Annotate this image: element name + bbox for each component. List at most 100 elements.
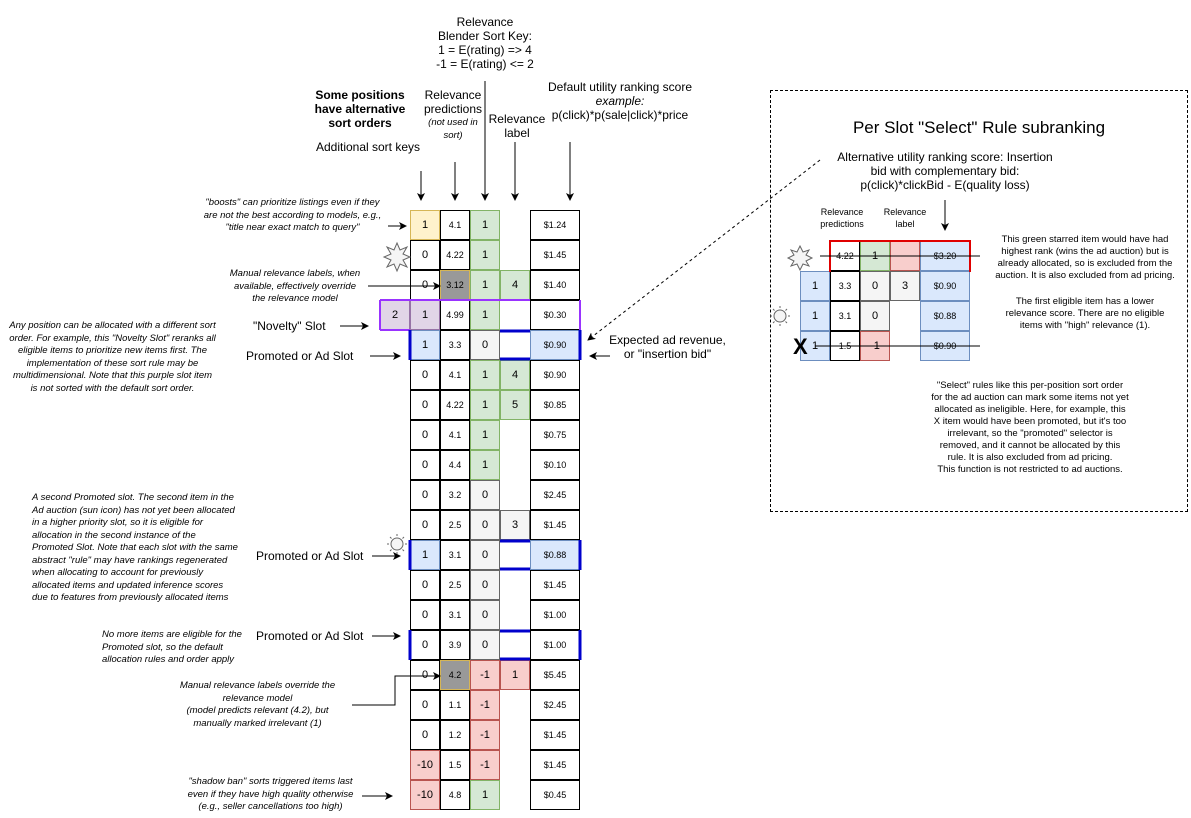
promoted-slot-label-3: Promoted or Ad Slot <box>256 629 364 643</box>
blender-key-cell: 1 <box>470 450 500 480</box>
novelty-slot-label: "Novelty" Slot <box>253 319 326 333</box>
utility-score-cell: $0.90 <box>530 360 580 390</box>
note-line: abstract "rule" may have rankings regene… <box>32 554 228 566</box>
sub-predictions-header: Relevance predictions <box>812 206 872 230</box>
sun-icon <box>387 534 407 554</box>
note-line: This green starred item would have had <box>1001 234 1169 245</box>
promoted-slot-label: Promoted or Ad Slot <box>246 349 354 363</box>
sort-key-cell: 0 <box>410 240 440 270</box>
alt-sort-header: Some positions have alternative sort ord… <box>300 88 420 130</box>
header-line: sort orders <box>328 116 392 130</box>
no-more-eligible-note: No more items are eligible for the Promo… <box>102 629 262 667</box>
manual-override-note: Manual relevance labels override the rel… <box>170 680 345 730</box>
note-line: the relevance model <box>252 293 338 304</box>
note-line: This function is not restricted to ad au… <box>937 464 1123 475</box>
header-line: (not used in <box>428 117 478 128</box>
prediction-cell: 2.5 <box>440 570 470 600</box>
dashed-link-arrow <box>587 159 821 341</box>
novelty-slot-border <box>379 299 581 331</box>
utility-score-cell: $0.30 <box>530 300 580 330</box>
sort-key-cell: 0 <box>410 360 440 390</box>
header-line: label <box>895 219 915 229</box>
note-line: Manual relevance labels, when <box>229 268 361 279</box>
relevance-label-cell: 4 <box>500 270 530 300</box>
header-line: p(click)*p(sale|click)*price <box>551 108 689 122</box>
note-line: "title near exact match to query" <box>225 222 360 233</box>
note-line: when allocating to account for previousl… <box>32 567 204 578</box>
x-mark-icon: X <box>793 334 808 359</box>
manual-labels-note: Manual relevance labels, when available,… <box>225 268 365 306</box>
sort-key-cell: 0 <box>410 390 440 420</box>
note-line: Promoted Slot. Note that each slot with … <box>32 542 238 553</box>
header-line: 1 = E(rating) => 4 <box>438 43 532 57</box>
relevance-label-cell: 4 <box>500 360 530 390</box>
header-line: have alternative <box>314 102 406 116</box>
sort-key-cell: 1 <box>410 540 440 570</box>
sun-icon <box>770 306 790 326</box>
blender-key-cell: 0 <box>470 480 500 510</box>
prediction-cell: 4.99 <box>440 300 470 330</box>
promoted-slot-border-2 <box>408 539 582 571</box>
prediction-cell: 3.2 <box>440 480 470 510</box>
blender-key-cell: 1 <box>470 360 500 390</box>
note-line: implementation of these sort rule may be <box>26 357 199 369</box>
note-line: Promoted slot, so the default <box>102 641 223 653</box>
predictions-note: (not used in sort) <box>418 116 488 142</box>
arrow-manual-override <box>352 672 441 706</box>
sort-key-cell: 0 <box>410 420 440 450</box>
additional-keys-header: Additional sort keys <box>315 140 421 154</box>
note-line: Any position can be allocated with a dif… <box>9 320 216 331</box>
utility-score-cell: $0.88 <box>920 301 970 331</box>
blender-key-cell: -1 <box>470 750 500 780</box>
blender-key-cell: 0 <box>470 630 500 660</box>
first-eligible-note: The first eligible item has a lower rele… <box>985 296 1185 332</box>
header-line: example: <box>595 94 645 108</box>
note-line: for the ad auction can mark some items n… <box>931 392 1129 403</box>
header-line: Relevance <box>456 15 514 29</box>
note-line: allocated items and updated inference sc… <box>32 579 224 591</box>
header-line: Blender Sort Key: <box>437 29 533 43</box>
sort-key-cell: 0 <box>410 570 440 600</box>
prediction-cell: 4.8 <box>440 780 470 810</box>
prediction-cell: 3.3 <box>830 271 860 301</box>
star-icon <box>786 244 814 272</box>
relevance-label-cell: 5 <box>500 390 530 420</box>
header-line: Default utility ranking score <box>547 80 693 94</box>
note-line: "Select" rules like this per-position so… <box>936 380 1124 391</box>
sort-key-cell: -10 <box>410 750 440 780</box>
utility-score-cell: $1.45 <box>530 240 580 270</box>
prediction-cell: 4.22 <box>440 240 470 270</box>
note-line: removed, and it cannot be allocated by t… <box>939 440 1121 451</box>
prediction-cell: 4.1 <box>440 420 470 450</box>
sort-key-cell: 1 <box>800 271 830 301</box>
note-line: No more items are eligible for the <box>102 629 242 640</box>
note-line: is not sorted with the default sort orde… <box>30 382 195 394</box>
subranking-box <box>770 90 1188 512</box>
header-line: Relevance <box>488 112 546 126</box>
utility-score-cell: $2.45 <box>530 690 580 720</box>
header-line: Relevance <box>820 207 864 217</box>
prediction-cell: 3.1 <box>440 540 470 570</box>
note-line: available, effectively override <box>234 280 356 292</box>
blender-key-cell: 0 <box>470 600 500 630</box>
header-line: bid with complementary bid: <box>870 164 1020 178</box>
header-line: Relevance <box>883 207 927 217</box>
prediction-cell: 3.3 <box>440 330 470 360</box>
blender-key-cell: -1 <box>470 720 500 750</box>
promoted-slot-label-2: Promoted or Ad Slot <box>256 549 364 563</box>
note-line: The first eligible item has a lower <box>1015 296 1155 307</box>
prediction-cell: 2.5 <box>440 510 470 540</box>
header-line: Relevance <box>424 88 482 102</box>
prediction-cell: 4.4 <box>440 450 470 480</box>
utility-header: Default utility ranking score example: p… <box>535 80 705 122</box>
note-line: eligible items to prioritize new items f… <box>17 345 207 356</box>
utility-score-cell: $0.85 <box>530 390 580 420</box>
utility-score-cell: $0.10 <box>530 450 580 480</box>
sub-label-header: Relevance label <box>875 206 935 230</box>
note-line: Manual relevance labels override the <box>179 680 336 691</box>
select-rules-note: "Select" rules like this per-position so… <box>910 380 1150 476</box>
blender-key-cell: -1 <box>470 660 500 690</box>
utility-score-cell: $0.45 <box>530 780 580 810</box>
utility-score-cell: $0.75 <box>530 420 580 450</box>
note-line: rule. It is also excluded from ad pricin… <box>947 452 1113 463</box>
